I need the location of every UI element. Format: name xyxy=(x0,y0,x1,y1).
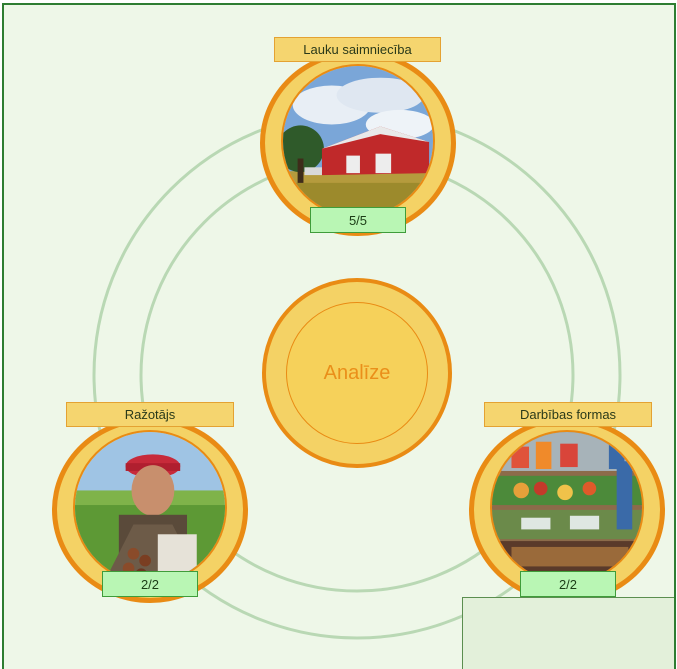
node-count-badge: 2/2 xyxy=(102,571,198,597)
market-photo-frame[interactable] xyxy=(490,430,644,584)
node-title: Darbības formas xyxy=(484,402,652,427)
center-node-analize[interactable]: Analīze xyxy=(262,278,452,468)
side-info-panel xyxy=(462,597,674,669)
center-label: Analīze xyxy=(286,302,428,444)
node-count-badge: 2/2 xyxy=(520,571,616,597)
diagram-frame: Lauku saimniecība 5/5 Analīze xyxy=(2,3,676,669)
market-stall-photo xyxy=(492,432,642,582)
node-count-badge: 5/5 xyxy=(310,207,406,233)
farmer-photo xyxy=(75,432,225,582)
node-title: Lauku saimniecība xyxy=(274,37,441,62)
red-barn-photo xyxy=(283,66,433,216)
farmer-photo-frame[interactable] xyxy=(73,430,227,584)
node-title: Ražotājs xyxy=(66,402,234,427)
barn-photo-frame[interactable] xyxy=(281,64,435,218)
